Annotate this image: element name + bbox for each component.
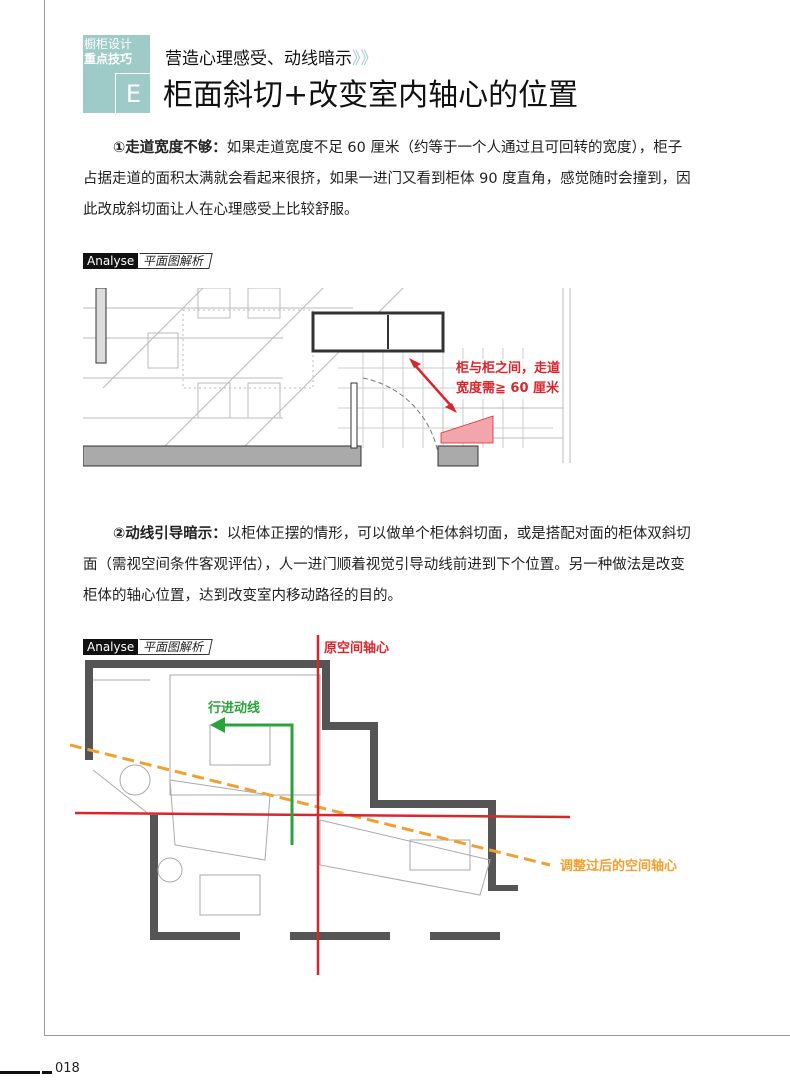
page-number: 018: [55, 1061, 80, 1076]
category-line-2: 重点技巧: [84, 52, 133, 66]
footer-bar: [42, 1071, 52, 1074]
page-frame-line: [44, 1035, 790, 1036]
footer-bar: [0, 1071, 40, 1074]
paragraph-text: 如果走道宽度不足 60 厘米（约等于一个人通过且可回转的宽度），柜子占据走道的面…: [83, 140, 691, 218]
analyse-en: Analyse: [83, 639, 139, 655]
paragraph-1: ①走道宽度不够：如果走道宽度不足 60 厘米（约等于一个人通过且可回转的宽度），…: [83, 133, 693, 226]
section-letter: E: [115, 73, 151, 114]
page-frame-line: [44, 0, 45, 1036]
category-line-1: 橱柜设计: [84, 37, 133, 51]
analyse-cn: 平面图解析: [136, 253, 213, 269]
category-tag: [83, 35, 150, 113]
subtitle-text: 营造心理感受、动线暗示: [165, 49, 352, 69]
paragraph-lead: ①走道宽度不够：: [113, 140, 227, 156]
floor-plan-1: [83, 288, 571, 467]
analyse-en: Analyse: [83, 253, 139, 269]
subtitle: 营造心理感受、动线暗示》》: [165, 44, 378, 69]
chevron-icon: 》》: [352, 49, 378, 69]
paragraph-2: ②动线引导暗示：以柜体正摆的情形，可以做单个柜体斜切面，或是搭配对面的柜体双斜切…: [83, 519, 693, 612]
adjusted-axis-label: 调整过后的空间轴心: [560, 859, 678, 874]
floor-plan-2: [70, 635, 571, 975]
flow-label: 行进动线: [208, 701, 261, 716]
original-axis-label: 原空间轴心: [324, 641, 390, 656]
page-title: 柜面斜切+改变室内轴心的位置: [163, 78, 579, 113]
paragraph-lead: ②动线引导暗示：: [113, 526, 227, 542]
corridor-width-annotation: 柜与柜之间，走道宽度需≧ 60 厘米: [456, 359, 561, 399]
annotation-line: 柜与柜之间，走道: [456, 361, 561, 376]
paragraph-text: 以柜体正摆的情形，可以做单个柜体斜切面，或是搭配对面的柜体双斜切面（需视空间条件…: [83, 526, 691, 604]
annotation-line: 宽度需≧ 60 厘米: [456, 381, 560, 396]
